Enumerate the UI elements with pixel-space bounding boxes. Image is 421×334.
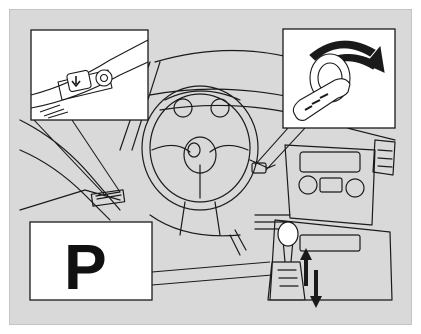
shift-boot <box>268 262 305 300</box>
park-gear-label: P <box>64 231 107 303</box>
inset-lock-button <box>31 30 148 120</box>
shift-gate-slots <box>278 270 298 286</box>
steering-wheel-spokes <box>152 145 248 198</box>
knee-area <box>150 215 240 236</box>
callout-line-park <box>152 262 272 285</box>
inset-ignition-key <box>283 29 395 128</box>
pedal-area <box>230 230 246 255</box>
callout-line-lock <box>34 120 120 194</box>
console-tray <box>300 235 360 251</box>
inset-lock-knob <box>96 70 112 86</box>
callout-line-key <box>255 128 305 170</box>
climate-knob-left <box>299 176 317 194</box>
audio-panel <box>320 178 342 192</box>
windshield-edge <box>155 50 300 62</box>
instrument-hood <box>165 91 240 100</box>
climate-knob-right <box>346 179 364 197</box>
gauge-right <box>211 99 229 117</box>
inset-park: P <box>30 222 152 303</box>
shift-direction-arrows-icon <box>300 248 322 308</box>
center-display <box>300 152 360 172</box>
shift-knob <box>278 222 298 246</box>
steering-column <box>180 202 220 235</box>
vent-right <box>373 140 395 175</box>
horn-emblem <box>188 143 200 157</box>
